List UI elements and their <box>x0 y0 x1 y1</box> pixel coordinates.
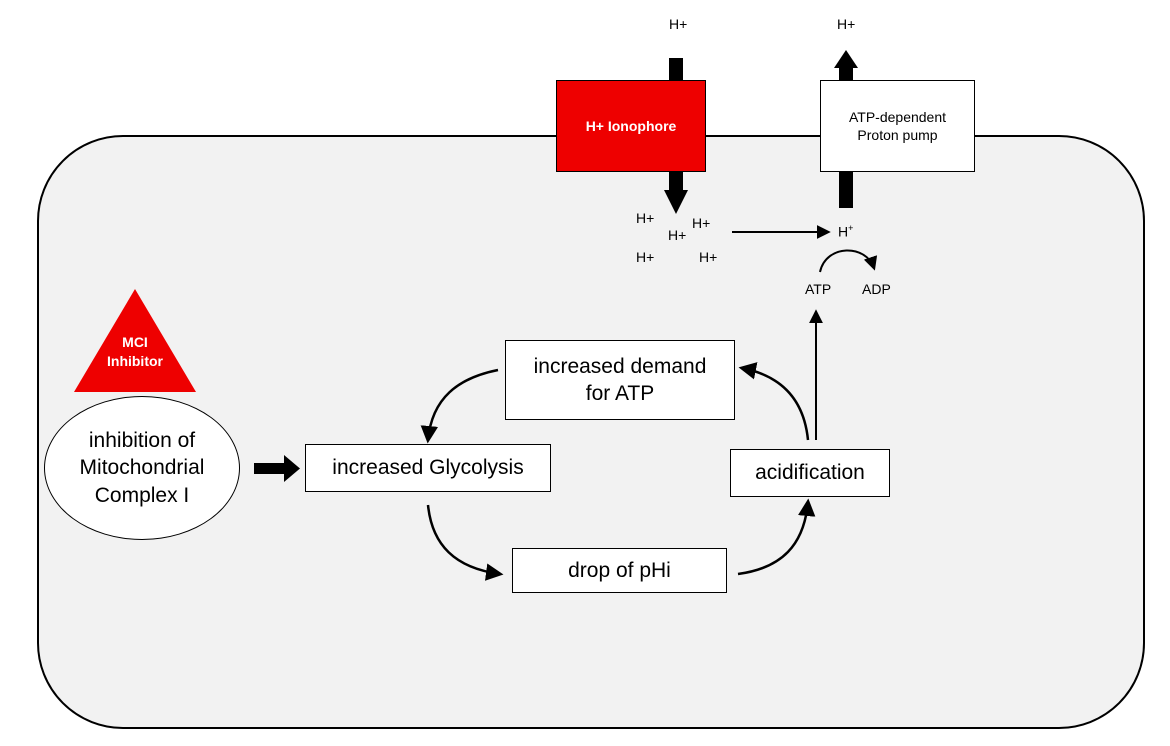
drop-to-acidification-arrow <box>737 498 816 576</box>
h-ionophore-label: H+ Ionophore <box>585 117 677 134</box>
pump-proton: H+ <box>838 223 854 240</box>
atp-label: ATP <box>805 281 832 297</box>
increased-demand-line-2: for ATP <box>585 382 655 405</box>
glycolysis-to-drop-arrow <box>426 504 504 581</box>
cytosol-proton-5: H+ <box>699 249 718 265</box>
demand-to-glycolysis-arrow <box>420 368 499 444</box>
drop-of-phi-label: drop of pHi <box>568 558 671 582</box>
proton-pump-box: ATP-dependent Proton pump <box>820 80 975 172</box>
inhibition-complex-i-ellipse: inhibition of Mitochondrial Complex I <box>44 396 240 540</box>
inhibition-line-1: inhibition of <box>88 429 196 453</box>
drop-of-phi-box: drop of pHi <box>512 548 727 593</box>
inhibition-arrow-head <box>284 455 300 482</box>
extracellular-proton-right: H+ <box>837 16 856 32</box>
increased-demand-line-1: increased demand <box>533 354 707 378</box>
mci-inhibitor-label: MCI Inhibitor <box>107 334 163 369</box>
acidification-box: acidification <box>730 449 890 497</box>
h-ionophore-box: H+ Ionophore <box>556 80 706 172</box>
acidification-to-demand-arrow <box>738 362 810 441</box>
increased-glycolysis-box: increased Glycolysis <box>305 444 551 492</box>
inhibition-line-3: Complex I <box>94 483 190 507</box>
cytosol-proton-3: H+ <box>668 227 687 243</box>
mci-inhibitor-triangle <box>74 289 196 392</box>
atp-hydrolysis-arrow <box>819 249 878 273</box>
proton-pump-label-line2: Proton pump <box>857 127 938 143</box>
acidification-label: acidification <box>755 461 865 485</box>
cytosol-proton-2: H+ <box>692 215 711 231</box>
increased-demand-box: increased demand for ATP <box>505 340 735 420</box>
proton-pump-label-line1: ATP-dependent <box>848 108 947 125</box>
increased-glycolysis-label: increased Glycolysis <box>332 456 524 480</box>
pump-efflux-arrowhead <box>834 50 858 68</box>
ionophore-influx-arrowhead <box>664 190 688 214</box>
extracellular-proton-left: H+ <box>669 16 688 32</box>
cytosol-proton-1: H+ <box>636 210 655 226</box>
cytosol-proton-4: H+ <box>636 249 655 265</box>
inhibition-line-2: Mitochondrial <box>79 456 205 480</box>
inhibition-arrow-shaft <box>254 463 284 474</box>
adp-label: ADP <box>862 281 891 297</box>
